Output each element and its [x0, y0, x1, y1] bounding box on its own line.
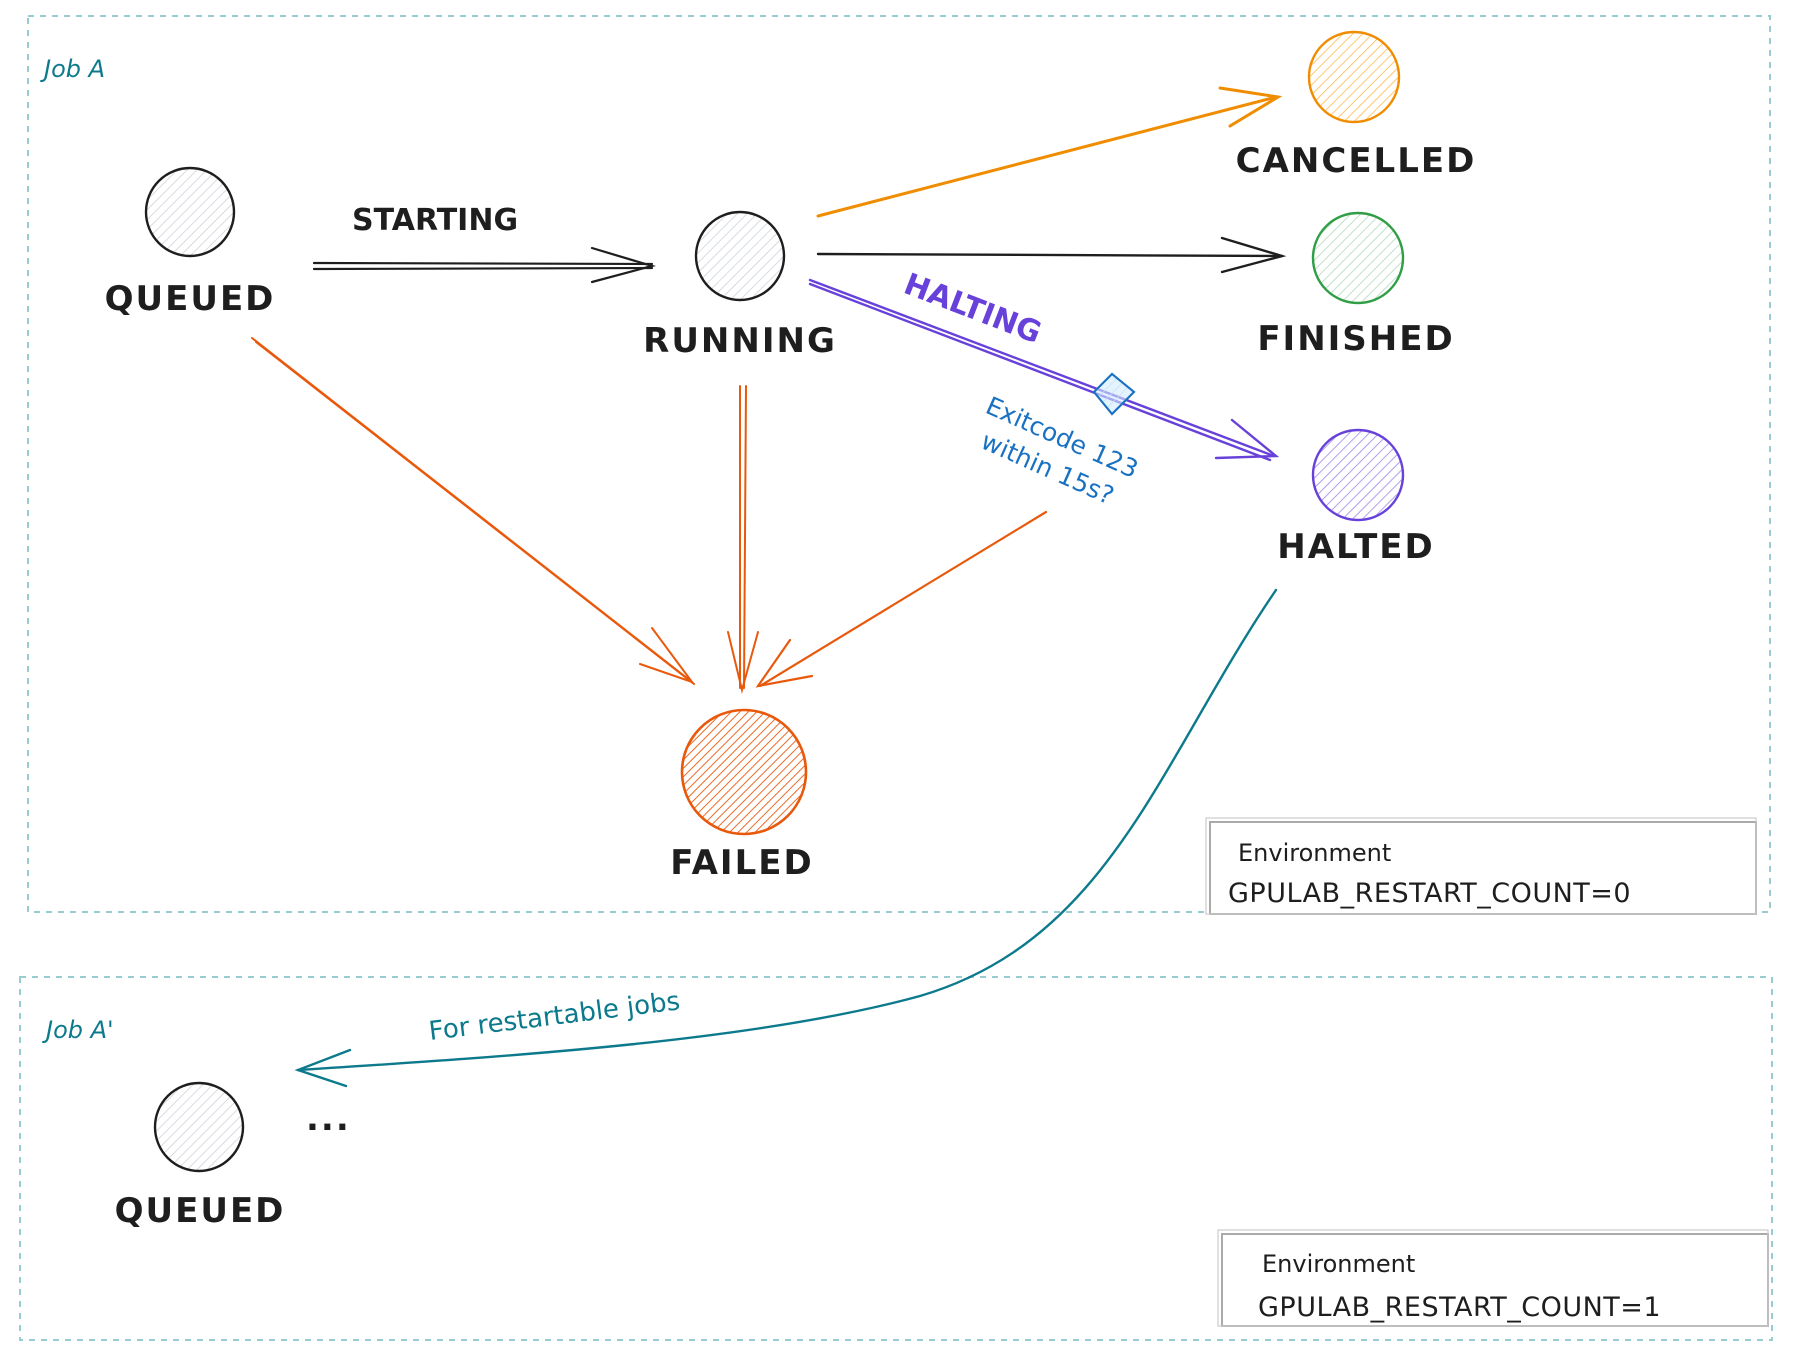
job-a-label: Job A — [40, 55, 105, 83]
state-halted: HALTED — [1277, 428, 1434, 567]
state-finished: FINISHED — [1257, 211, 1454, 359]
failed-node-icon — [680, 708, 808, 836]
running-to-finished-arrow — [816, 236, 1287, 274]
state-cancelled: CANCELLED — [1236, 30, 1477, 181]
running-label: RUNNING — [643, 321, 837, 361]
condition-to-failed-arrow — [755, 510, 1048, 688]
job-a-container — [27, 15, 1771, 913]
queued-to-failed-arrow — [251, 337, 695, 685]
finished-label: FINISHED — [1257, 319, 1454, 359]
starting-label: STARTING — [352, 203, 518, 238]
cancelled-node-icon — [1307, 30, 1401, 124]
running-to-halted-arrow — [808, 278, 1280, 462]
failed-label: FAILED — [670, 843, 813, 883]
environment-title-a-prime: Environment — [1262, 1250, 1415, 1278]
restart-arrow — [294, 588, 1278, 1088]
job-a-prime-container — [19, 976, 1773, 1341]
queued-label: QUEUED — [105, 279, 276, 319]
running-node-icon — [694, 210, 786, 302]
halted-node-icon — [1311, 428, 1405, 522]
condition-diamond-icon — [1092, 372, 1136, 416]
environment-title-a: Environment — [1238, 839, 1391, 867]
job-a-prime-label: Job A' — [42, 1016, 114, 1044]
halting-label: HALTING — [899, 267, 1046, 351]
environment-value-a: GPULAB_RESTART_COUNT=0 — [1228, 878, 1631, 909]
queued-node-icon — [144, 166, 236, 258]
state-failed: FAILED — [670, 708, 813, 883]
state-running: RUNNING — [643, 210, 837, 361]
state-queued-prime: QUEUED ... — [115, 1081, 351, 1231]
running-to-failed-arrow — [727, 385, 759, 694]
halted-label: HALTED — [1277, 527, 1434, 567]
environment-box-a-prime: Environment GPULAB_RESTART_COUNT=1 — [1217, 1229, 1769, 1327]
environment-value-a-prime: GPULAB_RESTART_COUNT=1 — [1258, 1292, 1661, 1323]
finished-node-icon — [1311, 211, 1405, 305]
queued-prime-label: QUEUED — [115, 1191, 286, 1231]
running-to-cancelled-arrow — [816, 86, 1283, 218]
cancelled-label: CANCELLED — [1236, 141, 1477, 181]
queued-prime-node-icon — [153, 1081, 245, 1173]
restartable-label: For restartable jobs — [427, 986, 681, 1047]
state-queued: QUEUED — [105, 166, 276, 319]
ellipsis: ... — [306, 1099, 351, 1139]
queued-to-running-arrow — [312, 246, 657, 284]
environment-box-a: Environment GPULAB_RESTART_COUNT=0 — [1205, 817, 1757, 915]
